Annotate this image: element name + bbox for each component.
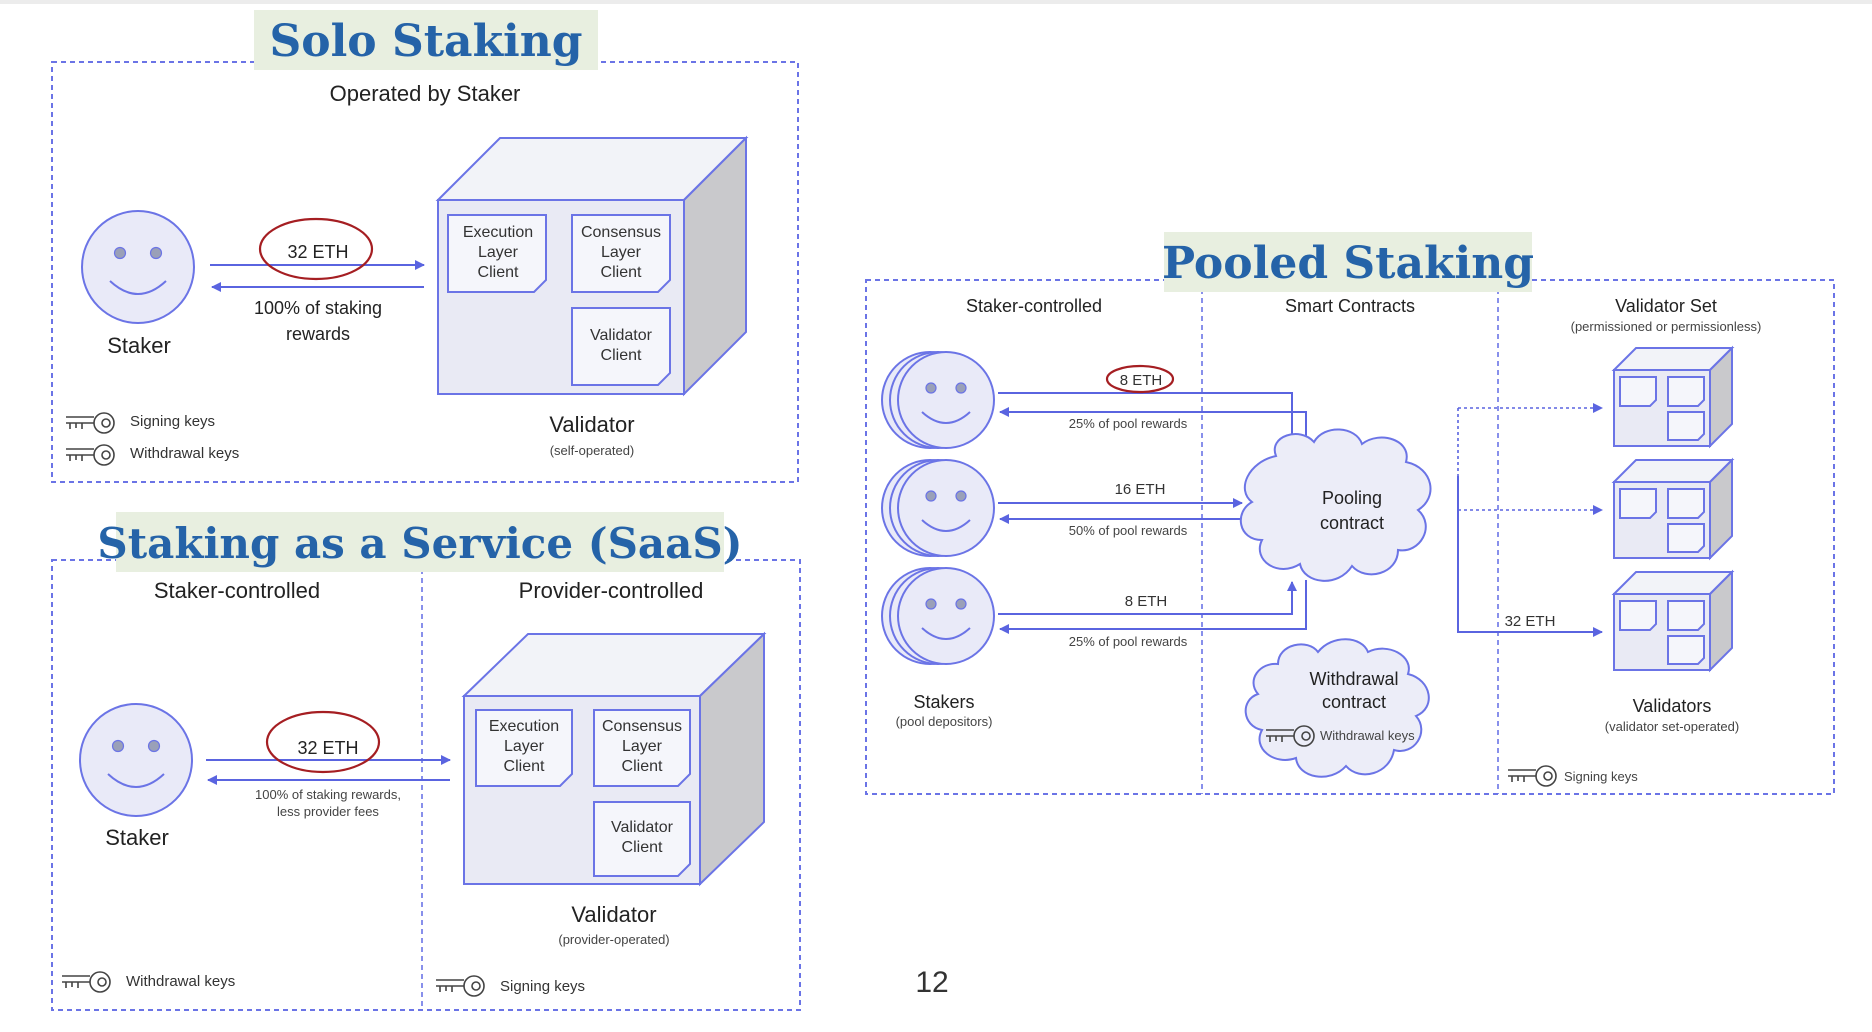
pooled-rewards-arrow-3: [999, 580, 1307, 634]
saas-signing-key-icon: [435, 975, 485, 997]
pooled-deposit-3: 8 ETH: [1125, 593, 1168, 610]
pooled-panel-border: [865, 279, 1835, 795]
solo-exec-line2: Layer: [478, 244, 519, 261]
solo-signing-keys-label: Signing keys: [130, 413, 215, 430]
saas-title: Staking as a Service (SaaS): [97, 519, 742, 568]
solo-signing-key-icon: [65, 412, 115, 434]
pooled-deposit-arrow-1: [998, 392, 1297, 446]
pooled-col2-header: Smart Contracts: [1285, 296, 1415, 316]
solo-exec-line1: Execution: [463, 224, 533, 241]
saas-withdrawal-keys-label: Withdrawal keys: [126, 973, 235, 990]
saas-execution-client-doc: Execution Layer Client: [475, 709, 573, 787]
saas-panel: Staking as a Service (SaaS) Staker-contr…: [51, 512, 801, 1011]
solo-consensus-client-doc: Consensus Layer Client: [571, 214, 671, 293]
saas-exec-line2: Layer: [504, 738, 545, 755]
saas-left-header: Staker-controlled: [154, 578, 320, 603]
page-number: 12: [915, 966, 948, 999]
validator-cube-3: [1611, 569, 1735, 673]
solo-execution-client-doc: Execution Layer Client: [447, 214, 547, 293]
pooled-stakers-sub: (pool depositors): [896, 714, 993, 729]
saas-validator-client-doc: Validator Client: [593, 801, 691, 877]
pooled-rewards-3: 25% of pool rewards: [1069, 634, 1188, 649]
saas-withdrawal-key-icon: [61, 971, 111, 993]
saas-cons-line2: Layer: [622, 738, 663, 755]
saas-consensus-client-doc: Consensus Layer Client: [593, 709, 691, 787]
pooled-signing-keys-label: Signing keys: [1564, 769, 1638, 784]
solo-staker-avatar: [81, 210, 195, 324]
saas-deposit-amount: 32 ETH: [297, 738, 358, 758]
solo-title-background: [254, 10, 598, 70]
pooled-staker-stack-1: [881, 351, 995, 449]
saas-validator-sub: (provider-operated): [558, 932, 669, 947]
saas-signing-keys-label: Signing keys: [500, 978, 585, 995]
pooling-contract-cloud: Pooling contract: [1239, 428, 1432, 582]
solo-title: Solo Staking: [269, 16, 582, 67]
solo-val-line1: Validator: [590, 327, 653, 344]
saas-staker-label: Staker: [105, 825, 169, 850]
saas-val-line2: Client: [622, 839, 663, 856]
pooling-contract-line1: Pooling: [1322, 488, 1382, 508]
saas-title-background: [116, 512, 724, 572]
pooled-deposit-highlight: [1105, 364, 1175, 394]
saas-rewards-line1: 100% of staking rewards,: [255, 787, 401, 802]
solo-validator-client-doc: Validator Client: [571, 307, 671, 386]
solo-deposit-highlight: [258, 217, 374, 281]
validator-cube-2: [1611, 457, 1735, 561]
saas-validator-label: Validator: [571, 902, 656, 927]
saas-cons-line1: Consensus: [602, 718, 682, 735]
pooled-deposit-1: 8 ETH: [1120, 372, 1163, 389]
validator-cube-1: [1611, 345, 1735, 449]
solo-deposit-amount: 32 ETH: [287, 242, 348, 262]
withdrawal-contract-cloud: Withdrawal contract Withdrawal keys: [1244, 638, 1430, 778]
pooled-rewards-arrow-1: [999, 407, 1307, 446]
pooled-withdrawal-keys-label: Withdrawal keys: [1320, 728, 1415, 743]
solo-rewards-line1: 100% of staking: [254, 298, 382, 318]
solo-cons-line1: Consensus: [581, 224, 661, 241]
saas-exec-line3: Client: [504, 758, 545, 775]
pooled-rewards-1: 25% of pool rewards: [1069, 416, 1188, 431]
pooled-title-background: [1164, 232, 1532, 292]
pooled-col3-sub: (permissioned or permissionless): [1571, 319, 1762, 334]
pooled-deposit-2: 16 ETH: [1115, 481, 1166, 498]
pooled-rewards-2: 50% of pool rewards: [1069, 523, 1188, 538]
saas-rewards-line2: less provider fees: [277, 804, 379, 819]
pooled-stakers-label: Stakers: [913, 692, 974, 712]
pooled-col3-header: Validator Set: [1615, 296, 1717, 316]
solo-operator-label: Operated by Staker: [330, 81, 521, 106]
solo-withdrawal-key-icon: [65, 444, 115, 466]
pooled-to-validator-3-arrow: [1457, 476, 1603, 637]
pooled-staker-stack-2: [881, 459, 995, 557]
withdrawal-contract-line2: contract: [1322, 692, 1386, 712]
solo-val-line2: Client: [601, 347, 642, 364]
solo-staker-label: Staker: [107, 333, 171, 358]
pooled-staking-panel: Pooled Staking Staker-controlled Smart C…: [865, 232, 1835, 795]
pooled-validator-deposit: 32 ETH: [1505, 613, 1556, 630]
pooled-validators-label: Validators: [1633, 696, 1712, 716]
solo-exec-line3: Client: [478, 264, 519, 281]
solo-cons-line3: Client: [601, 264, 642, 281]
pooled-staker-stack-3: [881, 567, 995, 665]
pooled-col1-header: Staker-controlled: [966, 296, 1102, 316]
saas-val-line1: Validator: [611, 819, 674, 836]
solo-withdrawal-keys-label: Withdrawal keys: [130, 445, 239, 462]
saas-right-header: Provider-controlled: [519, 578, 704, 603]
pooled-title: Pooled Staking: [1162, 238, 1534, 289]
solo-staking-panel: Solo Staking Operated by Staker Staker 3…: [51, 10, 799, 483]
pooled-signing-key-icon: [1507, 765, 1557, 787]
pooling-contract-line2: contract: [1320, 513, 1384, 533]
solo-rewards-line2: rewards: [286, 324, 350, 344]
pooled-validators-sub: (validator set-operated): [1605, 719, 1739, 734]
saas-cons-line3: Client: [622, 758, 663, 775]
solo-validator-label: Validator: [549, 412, 634, 437]
saas-deposit-highlight: [265, 710, 381, 774]
pooled-deposit-arrow-3: [998, 581, 1297, 615]
withdrawal-contract-line1: Withdrawal: [1309, 669, 1398, 689]
saas-exec-line1: Execution: [489, 718, 559, 735]
solo-validator-sub: (self-operated): [550, 443, 635, 458]
solo-cons-line2: Layer: [601, 244, 642, 261]
saas-staker-avatar: [79, 703, 193, 817]
top-border: [0, 0, 1872, 4]
